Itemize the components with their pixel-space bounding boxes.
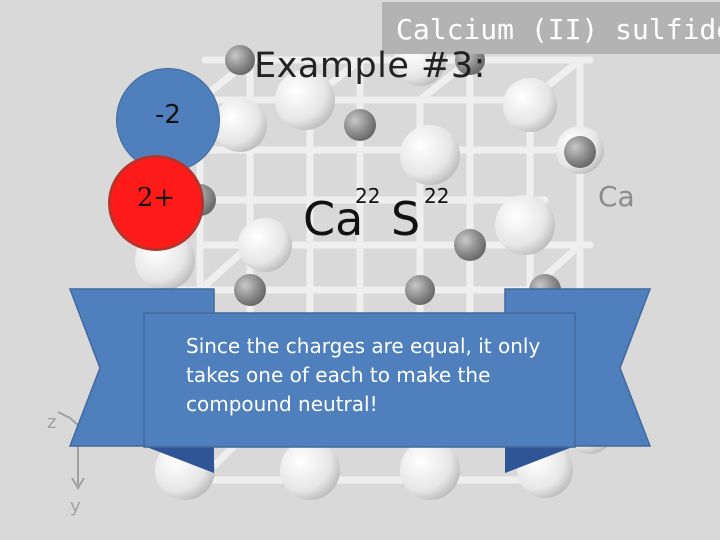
white-atom: [275, 70, 335, 130]
formula-cation-superscript: 22: [355, 184, 381, 208]
white-atom: [400, 125, 460, 185]
heading-box: [382, 2, 720, 54]
dark-atom: [225, 45, 255, 75]
y-axis-label: y: [70, 496, 81, 517]
white-atom: [213, 98, 267, 152]
dark-atom: [405, 275, 435, 305]
banner-explanation-text: Since the charges are equal, it only tak…: [186, 334, 541, 416]
white-atom: [400, 440, 460, 500]
white-atom: [238, 218, 292, 272]
anion-charge-label: -2: [155, 100, 181, 130]
slide-title: Example #3:: [254, 46, 486, 86]
formula-anion-superscript: 22: [424, 184, 450, 208]
ca-atom-label: Ca: [598, 180, 635, 213]
ribbon-banner: [68, 288, 652, 473]
z-axis-label: z: [47, 412, 56, 433]
dark-atom: [234, 274, 266, 306]
white-atom: [495, 195, 555, 255]
white-atom: [280, 440, 340, 500]
anion-charge-circle: [116, 68, 220, 172]
formula-anion-symbol: S: [391, 192, 421, 246]
ribbon-left-fold: [144, 446, 214, 473]
formula-cation-symbol: Ca: [303, 192, 364, 246]
cation-charge-circle: [108, 155, 204, 251]
heading-text: Calcium (II) sulfide: [396, 13, 720, 46]
cation-charge-label: 2+: [136, 183, 176, 213]
dark-atom: [564, 136, 596, 168]
dark-atom: [344, 109, 376, 141]
ribbon-center: [143, 312, 576, 448]
dark-atom: [454, 229, 486, 261]
white-atom: [503, 78, 557, 132]
ribbon-right-fold: [505, 446, 575, 473]
